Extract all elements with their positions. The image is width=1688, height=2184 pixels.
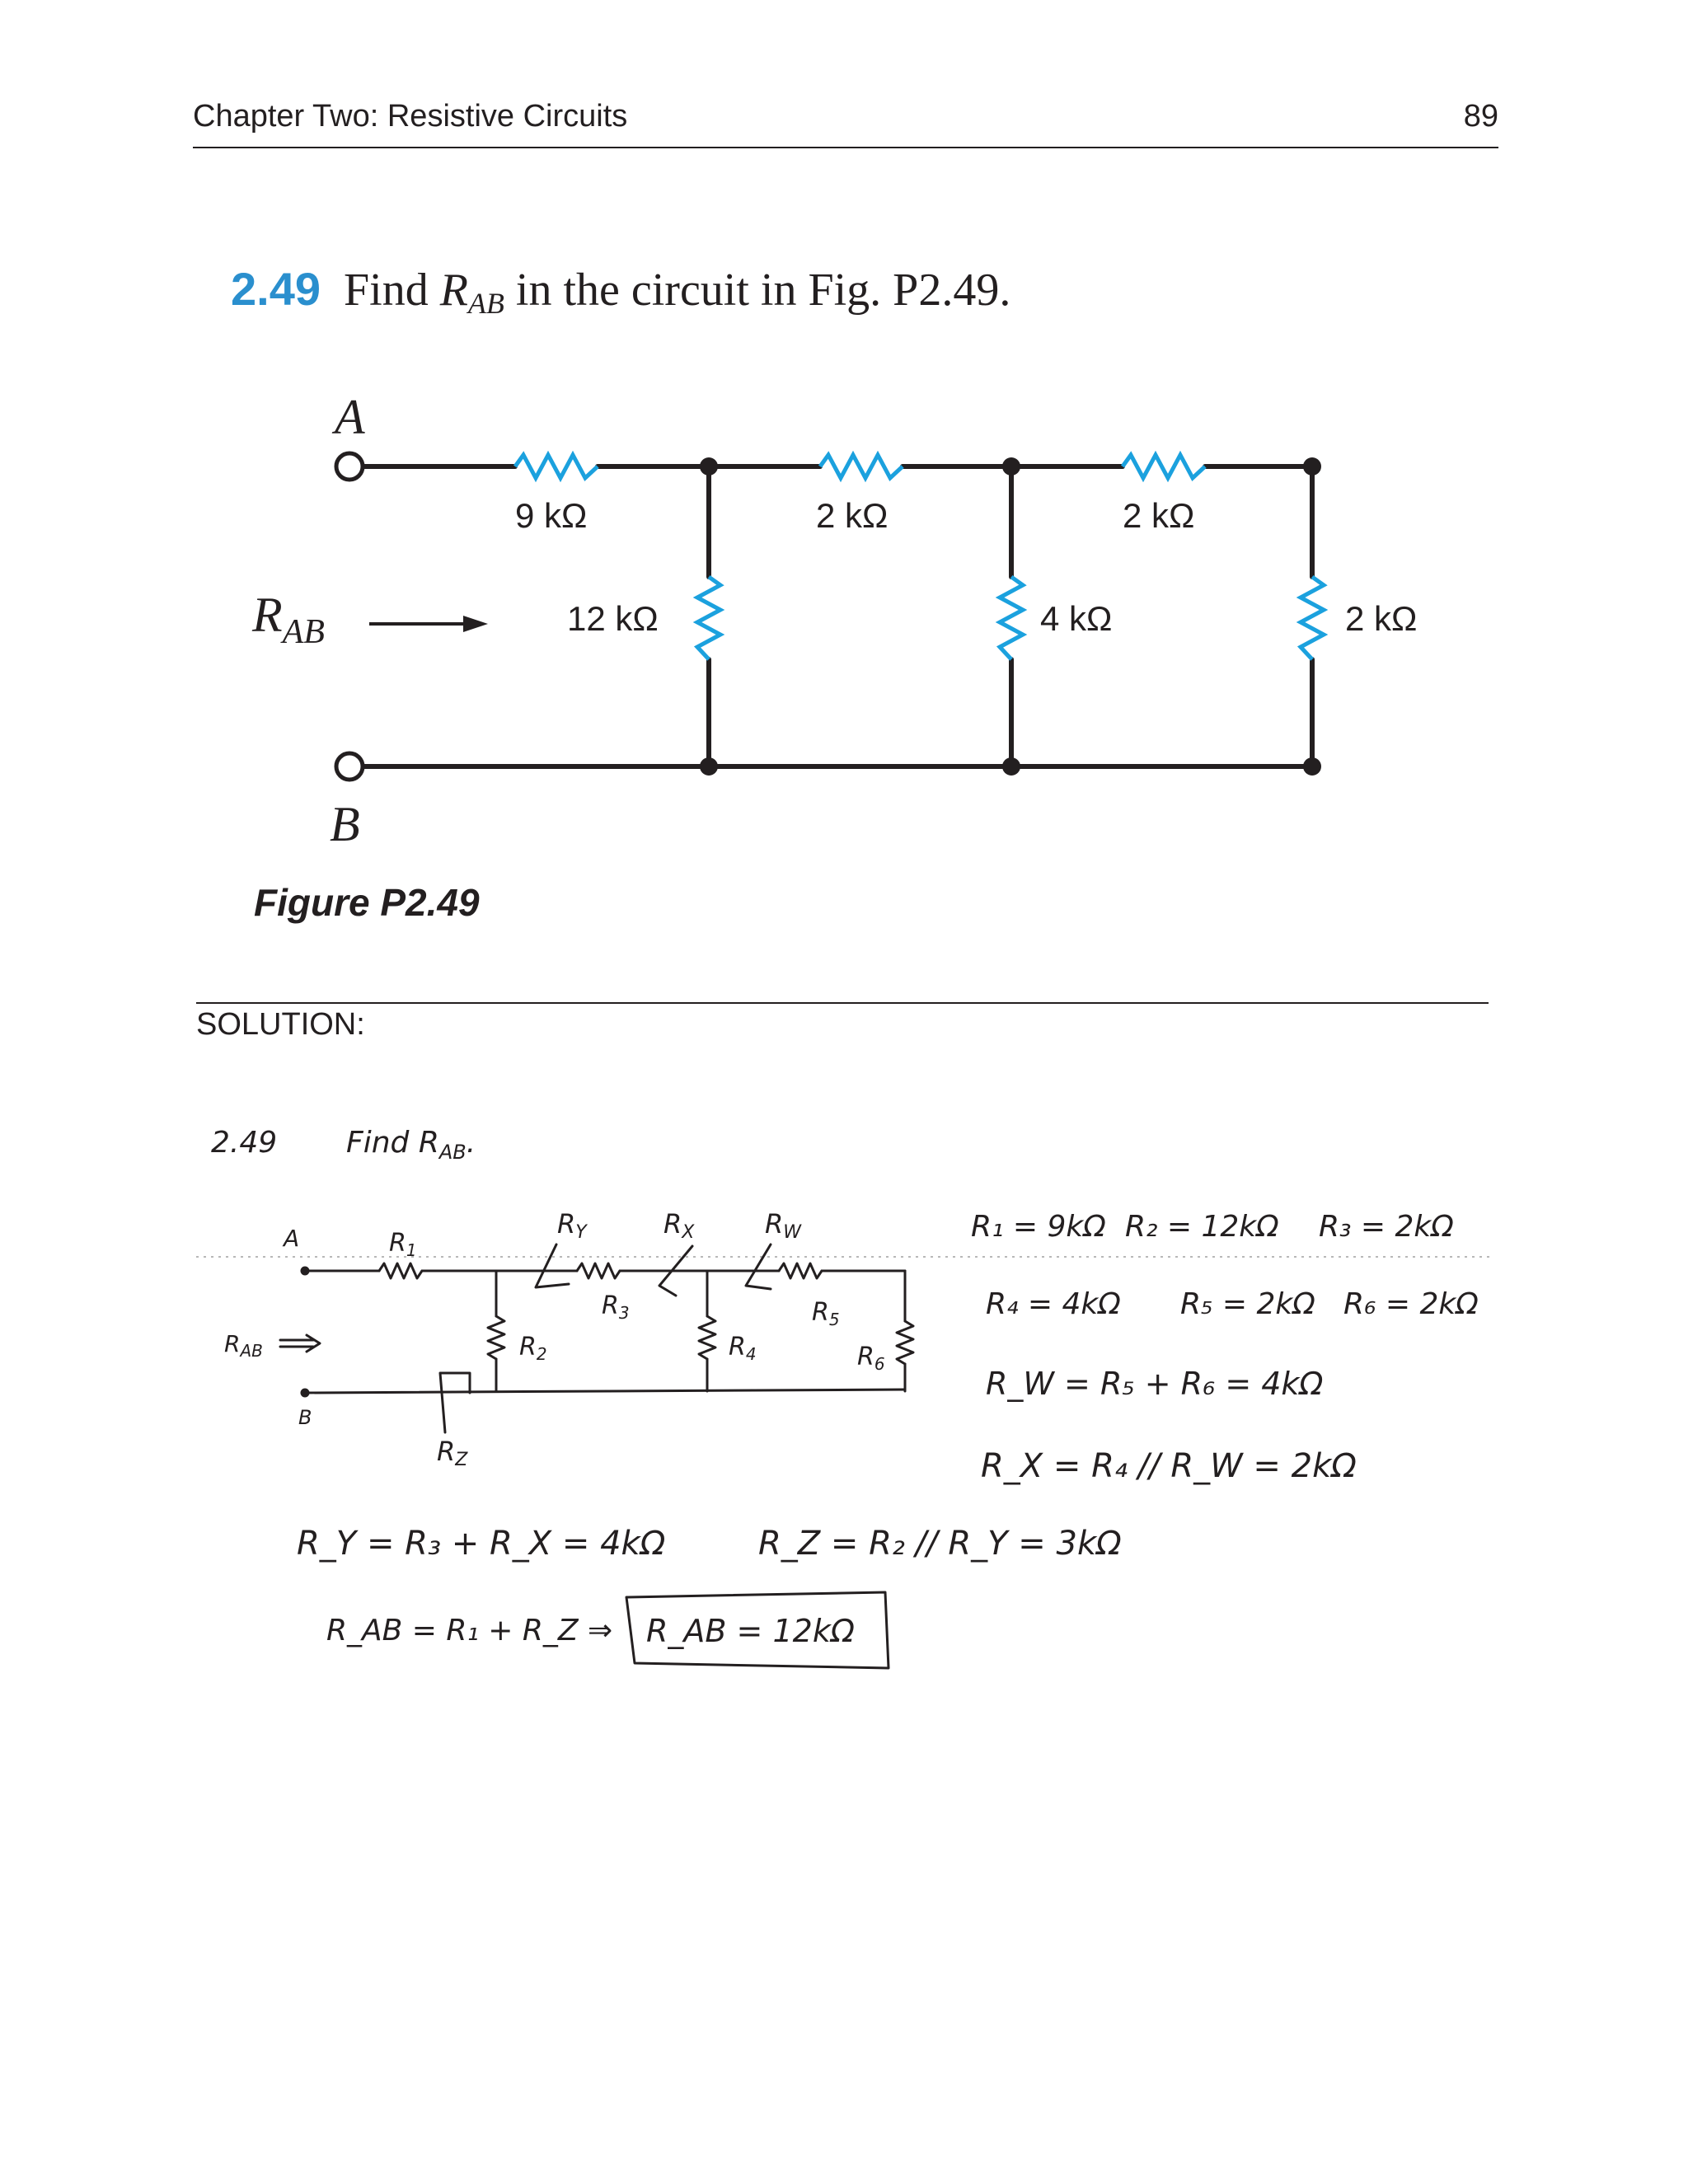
rab-arrow-head (463, 616, 488, 632)
sketch-label-a: A (282, 1225, 299, 1252)
rab-label: RAB (251, 588, 325, 651)
label-4k: 4 kΩ (1040, 599, 1112, 638)
label-9k: 9 kΩ (515, 496, 587, 535)
sketch-r6-zigzag (895, 1319, 915, 1366)
junction-dot (1002, 457, 1020, 476)
step-ry: R_Y = R₃ + R_X = 4kΩ (297, 1525, 666, 1563)
sketch-label-rw: RW (765, 1208, 802, 1243)
sketch-wire-bottom (303, 1388, 907, 1394)
value-r3: R₃ = 2kΩ (1319, 1210, 1454, 1244)
junction-dot (700, 757, 718, 776)
sketch-cut-marker-w (744, 1243, 772, 1291)
sketch-cut-marker-x (658, 1244, 694, 1297)
resistor-2k-series-2 (1120, 450, 1207, 483)
sketch-label-r3: R3 (602, 1291, 630, 1323)
node-b-label: B (330, 797, 360, 851)
solution-heading-number: 2.49 (211, 1126, 277, 1160)
sketch-rab-arrow (279, 1333, 321, 1353)
value-r1: R₁ = 9kΩ (971, 1210, 1106, 1244)
solution-label: SOLUTION: (196, 1007, 365, 1042)
page-number: 89 (1463, 99, 1498, 134)
page-header: Chapter Two: Resistive Circuits 89 (193, 97, 1498, 148)
chapter-title: Chapter Two: Resistive Circuits (193, 99, 628, 134)
terminal-a (334, 451, 365, 482)
resistor-9k (513, 450, 599, 483)
section-divider (196, 1002, 1489, 1004)
label-2k-series-2: 2 kΩ (1123, 496, 1194, 535)
label-12k: 12 kΩ (567, 599, 659, 638)
step-rx: R_X = R₄ // R_W = 2kΩ (981, 1447, 1357, 1485)
label-2k-shunt: 2 kΩ (1345, 599, 1417, 638)
sketch-r2-zigzag (486, 1315, 506, 1361)
sketch-label-r6: R6 (857, 1343, 885, 1374)
sketch-label-rx: RX (663, 1208, 695, 1243)
label-2k-series-1: 2 kΩ (816, 496, 888, 535)
sketch-label-r1: R1 (389, 1229, 417, 1260)
sketch-label-r5: R5 (812, 1298, 840, 1329)
problem-variable: R (439, 265, 468, 316)
step-rab: R_AB = R₁ + R_Z ⇒ (326, 1614, 612, 1647)
value-r5: R₅ = 2kΩ (1180, 1287, 1315, 1321)
sketch-label-r4: R4 (729, 1333, 757, 1364)
sketch-label-b: B (298, 1406, 312, 1429)
answer-box (625, 1591, 890, 1670)
problem-text-after: in the circuit in Fig. P2.49. (515, 265, 1011, 316)
resistor-4k (995, 574, 1028, 661)
value-r2: R₂ = 12kΩ (1125, 1210, 1279, 1244)
sketch-terminal-b (300, 1388, 310, 1398)
step-rw: R_W = R₅ + R₆ = 4kΩ (986, 1366, 1323, 1402)
problem-text-before: Find (344, 265, 429, 316)
problem-number: 2.49 (231, 263, 321, 315)
resistor-12k (692, 574, 725, 661)
problem-statement: 2.49 Find RAB in the circuit in Fig. P2.4… (231, 262, 1010, 321)
solution-heading-text: Find RAB. (346, 1126, 476, 1164)
sketch-label-rab: RAB (224, 1330, 263, 1361)
resistor-2k-shunt (1296, 574, 1329, 661)
node-a-label: A (331, 390, 365, 444)
final-answer: R_AB = 12kΩ (646, 1613, 855, 1649)
junction-dot (1002, 757, 1020, 776)
problem-variable-subscript: AB (467, 287, 504, 320)
sketch-cut-marker-y (534, 1243, 570, 1289)
sketch-r1-zigzag (377, 1262, 424, 1280)
sketch-r3-zigzag (575, 1262, 621, 1280)
sketch-label-rz: RZ (437, 1436, 468, 1470)
resistor-2k-series-1 (818, 450, 904, 483)
sketch-r5-zigzag (777, 1262, 823, 1280)
junction-dot (700, 457, 718, 476)
terminal-b (334, 751, 365, 782)
value-r6: R₆ = 2kΩ (1343, 1287, 1479, 1321)
value-r4: R₄ = 4kΩ (986, 1287, 1121, 1321)
step-rz: R_Z = R₂ // R_Y = 3kΩ (758, 1525, 1122, 1563)
junction-dot (1303, 757, 1321, 776)
junction-dot (1303, 457, 1321, 476)
figure-caption: Figure P2.49 (254, 881, 480, 924)
sketch-r4-zigzag (697, 1315, 717, 1361)
sketch-label-ry: RY (557, 1208, 588, 1243)
sketch-cut-marker-z (438, 1371, 471, 1434)
circuit-figure: A B RAB 9 kΩ 12 kΩ 2 kΩ 4 kΩ 2 kΩ 2 kΩ (251, 390, 1417, 851)
sketch-label-r2: R2 (519, 1333, 547, 1364)
